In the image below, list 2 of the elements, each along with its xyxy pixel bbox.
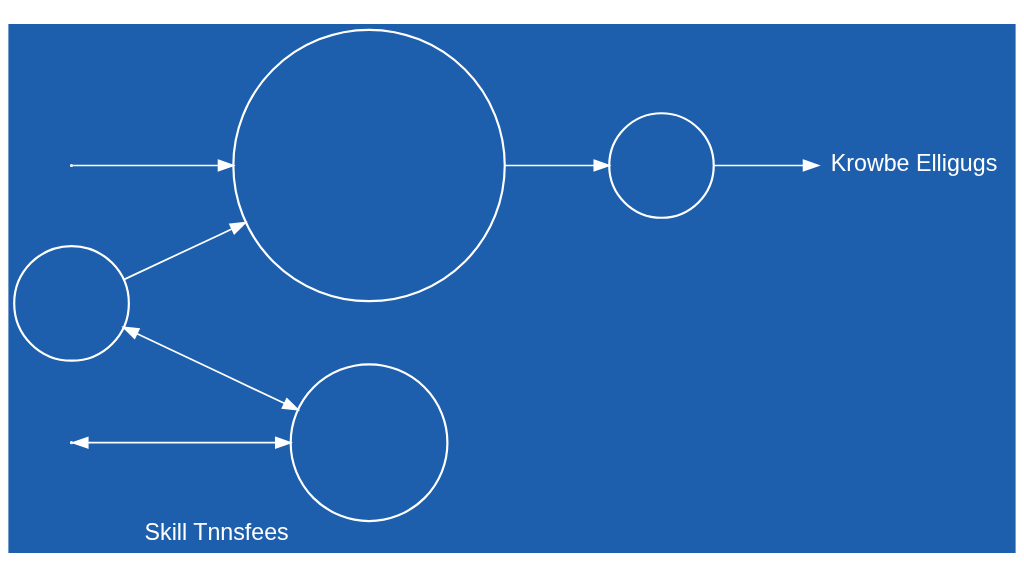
- node-text: Krowbe Elligugs: [830, 149, 998, 176]
- node-label: Skill Tnnsfees: [144, 518, 289, 545]
